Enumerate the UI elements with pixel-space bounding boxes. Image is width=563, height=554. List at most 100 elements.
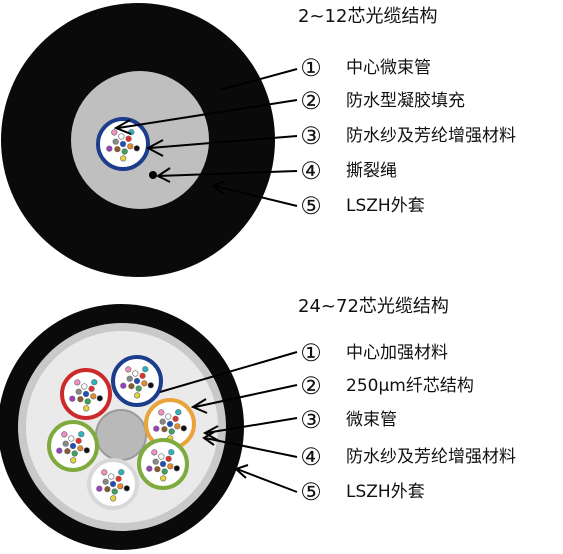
fiber-cluster bbox=[56, 431, 90, 464]
bottom-leader-3 bbox=[205, 417, 298, 434]
fiber bbox=[135, 385, 142, 392]
fiber bbox=[111, 488, 118, 495]
fiber bbox=[172, 415, 179, 422]
legend-label: 防水型凝胶填充 bbox=[346, 91, 465, 111]
fiber bbox=[147, 382, 154, 389]
fiber-cluster bbox=[153, 409, 187, 442]
fiber bbox=[123, 485, 130, 492]
legend-label: LSZH外套 bbox=[346, 482, 425, 502]
fiber bbox=[127, 143, 134, 150]
fiber bbox=[81, 383, 88, 390]
fiber bbox=[168, 449, 175, 456]
top-leader-3 bbox=[149, 135, 298, 149]
fiber bbox=[62, 440, 69, 447]
top-leader-4-arrow bbox=[156, 167, 171, 183]
fiber bbox=[108, 473, 115, 480]
fiber bbox=[120, 155, 127, 162]
bottom-section-title: 24~72芯光缆结构 bbox=[298, 296, 449, 317]
fiber bbox=[133, 377, 141, 385]
fiber bbox=[121, 148, 128, 155]
legend-label: 中心加强材料 bbox=[346, 343, 448, 363]
fiber bbox=[125, 366, 132, 373]
fiber bbox=[117, 483, 124, 490]
fiber bbox=[165, 455, 172, 462]
fiber bbox=[168, 428, 175, 435]
fiber bbox=[125, 135, 132, 142]
number-circle-5: ⑤ bbox=[300, 192, 322, 220]
top-leader-5-arrow bbox=[210, 180, 226, 195]
leader-lines bbox=[113, 68, 298, 493]
fiber bbox=[161, 468, 168, 475]
fiber bbox=[139, 372, 146, 379]
top-section-title: 2~12芯光缆结构 bbox=[298, 6, 438, 27]
top-leader-1 bbox=[219, 68, 298, 91]
fiber bbox=[104, 486, 111, 493]
bottom-leader-5 bbox=[236, 468, 298, 493]
fiber bbox=[118, 133, 125, 140]
fiber bbox=[91, 379, 98, 386]
fiber bbox=[152, 458, 159, 465]
fiber bbox=[173, 465, 180, 472]
fiber bbox=[101, 469, 108, 476]
fiber bbox=[74, 379, 81, 386]
fiber bbox=[64, 448, 71, 455]
fiber bbox=[75, 388, 82, 395]
fiber bbox=[118, 469, 125, 476]
fiber bbox=[77, 396, 84, 403]
fiber bbox=[165, 413, 172, 420]
fiber bbox=[106, 145, 113, 152]
number-circle-3: ③ bbox=[300, 406, 322, 434]
fiber bbox=[151, 449, 158, 456]
fiber bbox=[160, 475, 167, 482]
fiber bbox=[111, 129, 118, 136]
legend-label: 微束管 bbox=[346, 410, 397, 430]
fiber bbox=[132, 370, 139, 377]
top-cable-cross-section bbox=[1, 3, 275, 277]
fiber bbox=[96, 485, 103, 492]
fiber bbox=[69, 395, 76, 402]
fiber bbox=[70, 457, 77, 464]
fiber bbox=[77, 445, 84, 452]
fiber bbox=[153, 425, 160, 432]
fiber bbox=[83, 405, 90, 412]
fiber bbox=[114, 146, 121, 153]
fiber bbox=[112, 138, 119, 145]
fiber bbox=[158, 409, 165, 416]
fiber bbox=[120, 382, 127, 389]
bottom-leader-3-arrow bbox=[202, 425, 220, 442]
legend-label: 中心微束管 bbox=[346, 58, 431, 78]
bottom-leader-5-arrow bbox=[234, 464, 249, 479]
top-leader-3-arrow bbox=[145, 139, 164, 157]
fiber bbox=[161, 426, 168, 433]
fiber bbox=[83, 447, 90, 454]
fiber bbox=[71, 450, 78, 457]
fiber bbox=[82, 390, 90, 398]
legend-label: 防水纱及芳纶增强材料 bbox=[346, 447, 516, 467]
fiber-cluster bbox=[146, 449, 180, 482]
fiber bbox=[119, 140, 127, 148]
number-circle-2: ② bbox=[300, 87, 322, 115]
bottom-leader-4 bbox=[204, 437, 298, 458]
top-leader-2 bbox=[117, 99, 298, 129]
number-circle-1: ① bbox=[300, 339, 322, 367]
legend-label: LSZH外套 bbox=[346, 196, 425, 216]
fiber bbox=[167, 463, 174, 470]
fiber bbox=[133, 145, 140, 152]
bottom-cable-cross-section bbox=[0, 304, 244, 550]
bottom-leader-2 bbox=[194, 384, 298, 408]
fiber bbox=[159, 418, 166, 425]
number-circle-2: ② bbox=[300, 372, 322, 400]
fiber bbox=[75, 437, 82, 444]
fiber bbox=[115, 475, 122, 482]
number-circle-4: ④ bbox=[300, 443, 322, 471]
fiber bbox=[109, 480, 117, 488]
fiber bbox=[102, 478, 109, 485]
fiber bbox=[154, 466, 161, 473]
bottom-leader-1 bbox=[159, 351, 298, 393]
number-circle-3: ③ bbox=[300, 122, 322, 150]
legend-label: 撕裂绳 bbox=[346, 161, 397, 181]
fiber bbox=[142, 366, 149, 373]
top-leader-4 bbox=[157, 170, 298, 177]
fiber-cluster bbox=[96, 469, 130, 502]
